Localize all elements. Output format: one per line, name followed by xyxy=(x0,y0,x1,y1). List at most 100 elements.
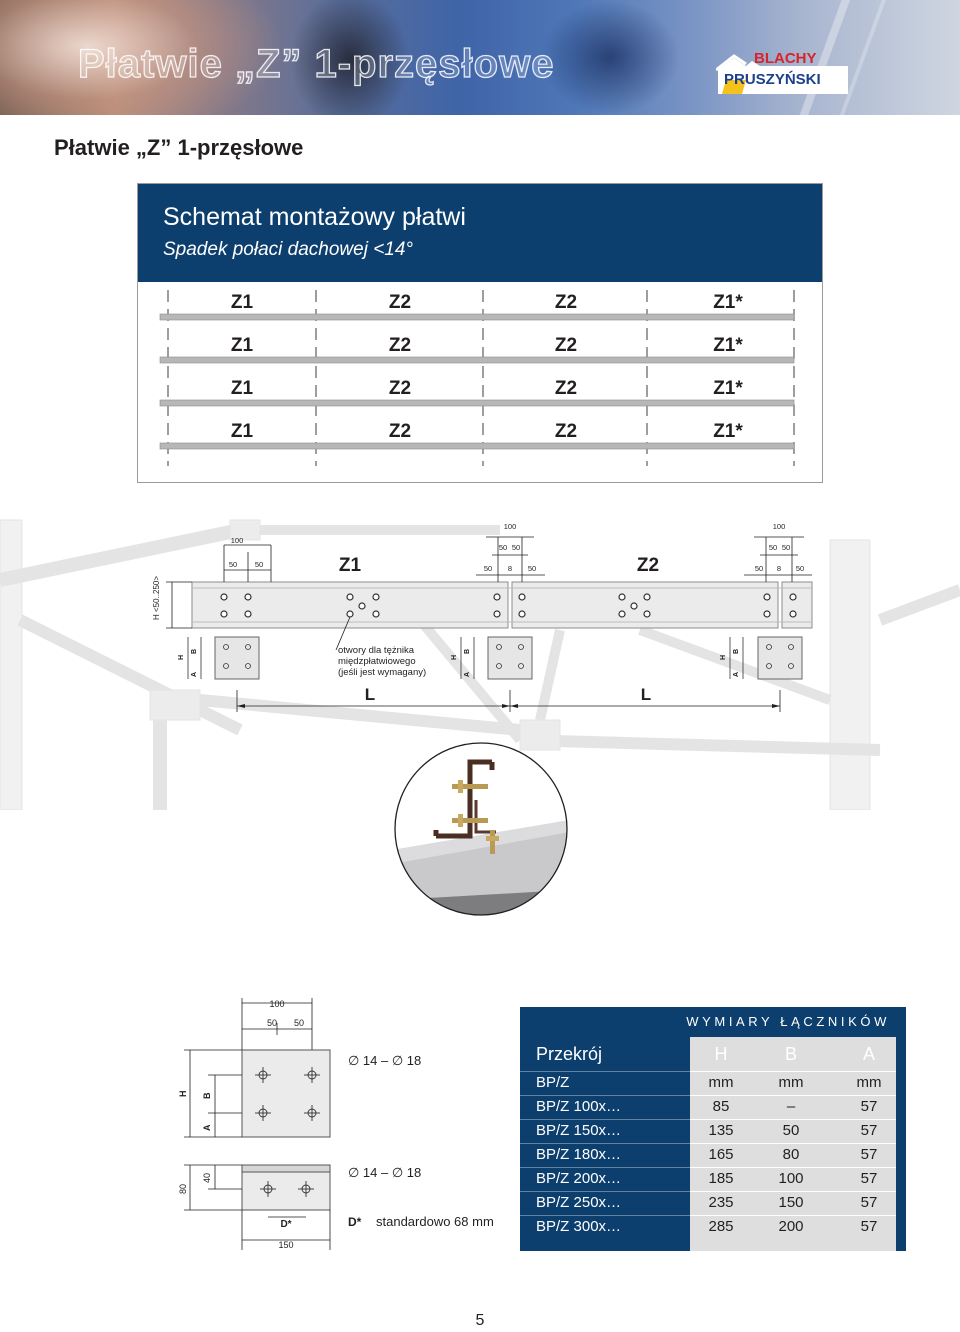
banner-photo-highlight xyxy=(0,0,280,115)
purlin-row-line xyxy=(159,399,795,407)
dim-h-range: H <50..250> xyxy=(152,576,161,620)
dim-a: A xyxy=(191,672,198,677)
dim-h: H xyxy=(178,1091,188,1098)
dim-100: 100 xyxy=(773,522,786,531)
mounting-scheme-title: Schemat montażowy płatwi xyxy=(163,203,466,231)
connection-detail-zoom xyxy=(394,742,568,916)
purlin-type-label: Z2 xyxy=(389,335,411,356)
purlin-next xyxy=(781,581,813,629)
table-row-h: 165 xyxy=(708,1146,734,1163)
dim-100: 100 xyxy=(504,522,517,531)
connector-plate xyxy=(214,636,803,680)
span-length-label: L xyxy=(641,685,651,704)
dim-b: B xyxy=(464,649,471,654)
table-row-h: 185 xyxy=(708,1170,734,1187)
table-row-b: 50 xyxy=(782,1122,800,1139)
brace-holes-note-line1: otwory dla tężnika xyxy=(338,645,415,656)
dim-a: A xyxy=(464,672,471,677)
purlin-label-z2: Z2 xyxy=(637,555,659,576)
purlin-type-label: Z2 xyxy=(555,335,577,356)
dim-80: 80 xyxy=(178,1184,188,1194)
dim-150: 150 xyxy=(278,1240,293,1250)
table-row-section: BP/Z 200x… xyxy=(536,1170,622,1187)
dim-40: 40 xyxy=(202,1173,212,1183)
table-header-section: Przekrój xyxy=(536,1044,603,1064)
table-row-b: 100 xyxy=(778,1170,804,1187)
table-row-h: 85 xyxy=(712,1098,730,1115)
page-title: Płatwie „Z” 1-przęsłowe xyxy=(54,135,304,160)
table-row-section: BP/Z 250x… xyxy=(536,1194,622,1211)
mounting-scheme-subtitle: Spadek połaci dachowej <14° xyxy=(163,239,414,260)
dim-50: 50 xyxy=(294,1018,304,1028)
table-row-a: 57 xyxy=(860,1218,878,1235)
table-row-h: 135 xyxy=(708,1122,734,1139)
dim-50: 50 xyxy=(796,564,804,573)
table-row-b: – xyxy=(786,1098,796,1115)
dim-50: 50 xyxy=(512,543,520,552)
hole-diameter-note: ∅ 14 – ∅ 18 xyxy=(348,1165,421,1180)
dim-50: 50 xyxy=(782,543,790,552)
purlin-row-line xyxy=(159,313,795,321)
table-row-b: 150 xyxy=(778,1194,804,1211)
purlin-type-label: Z1* xyxy=(713,421,743,442)
dim-a: A xyxy=(202,1124,212,1131)
purlin-type-label: Z2 xyxy=(389,378,411,399)
table-row-a: 57 xyxy=(860,1146,878,1163)
dim-50: 50 xyxy=(528,564,536,573)
purlin-type-label: Z2 xyxy=(389,421,411,442)
banner-photo-shadow xyxy=(290,0,410,115)
dim-100: 100 xyxy=(231,536,244,545)
purlin-type-label: Z1 xyxy=(231,421,254,442)
table-unit-h: mm xyxy=(708,1074,734,1091)
dim-50: 50 xyxy=(229,560,237,569)
dim-a: A xyxy=(733,672,740,677)
brace-holes-note-line2: międzpłatwiowego xyxy=(338,656,416,667)
logo-line1: BLACHY xyxy=(754,50,817,67)
mounting-scheme-panel: Schemat montażowy płatwi Spadek połaci d… xyxy=(137,183,823,483)
purlin-type-label: Z2 xyxy=(555,378,577,399)
purlin-type-label: Z2 xyxy=(555,292,577,313)
purlin-frame-diagram: Z1 Z2 100 50 50 100 50 50 50 8 50 100 50… xyxy=(0,519,960,810)
header-banner: Płatwie „Z” 1-przęsłowe BLACHY PRUSZYŃSK… xyxy=(0,0,960,115)
table-row-b: 80 xyxy=(782,1146,800,1163)
table-title: WYMIARY ŁĄCZNIKÓW xyxy=(686,1014,890,1029)
table-row-section: BP/Z 180x… xyxy=(536,1146,622,1163)
purlin-z1 xyxy=(191,581,509,629)
dim-8: 8 xyxy=(777,564,781,573)
purlin-type-label: Z1* xyxy=(713,378,743,399)
table-row-a: 57 xyxy=(860,1098,878,1115)
dim-h: H xyxy=(720,655,727,660)
page-number: 5 xyxy=(475,1312,485,1329)
connector-detail-drawing: 100 50 50 H B A xyxy=(178,998,494,1250)
connector-dimensions-table: WYMIARY ŁĄCZNIKÓW Przekrój H B A BP/Z mm… xyxy=(520,1007,906,1251)
table-row-h: 285 xyxy=(708,1218,734,1235)
banner-photo-shadow xyxy=(540,0,680,115)
table-row-a: 57 xyxy=(860,1122,878,1139)
brace-holes-note-line3: (jeśli jest wymagany) xyxy=(338,667,426,678)
purlin-z2 xyxy=(511,581,779,629)
span-length-label: L xyxy=(365,685,375,704)
dim-50: 50 xyxy=(769,543,777,552)
purlin-type-label: Z1* xyxy=(713,292,743,313)
purlin-type-label: Z1 xyxy=(231,292,254,313)
table-row-section: BP/Z 300x… xyxy=(536,1218,622,1235)
purlin-type-label: Z1* xyxy=(713,335,743,356)
table-row-section: BP/Z 100x… xyxy=(536,1098,622,1115)
table-row-b: 200 xyxy=(778,1218,804,1235)
dim-b: B xyxy=(191,649,198,654)
dim-50: 50 xyxy=(499,543,507,552)
purlin-row-line xyxy=(159,442,795,450)
dim-b: B xyxy=(733,649,740,654)
banner-title: Płatwie „Z” 1-przęsłowe xyxy=(77,41,555,86)
table-header-h: H xyxy=(714,1044,728,1064)
company-logo: BLACHY PRUSZYŃSKI xyxy=(716,50,848,94)
table-header-b: B xyxy=(784,1044,797,1064)
d-note: standardowo 68 mm xyxy=(376,1214,494,1229)
dim-8: 8 xyxy=(508,564,512,573)
purlin-label-z1: Z1 xyxy=(339,555,362,576)
dim-b: B xyxy=(202,1092,212,1099)
table-unit-section: BP/Z xyxy=(536,1074,570,1091)
logo-line2: PRUSZYŃSKI xyxy=(724,71,821,88)
dim-h: H xyxy=(451,655,458,660)
